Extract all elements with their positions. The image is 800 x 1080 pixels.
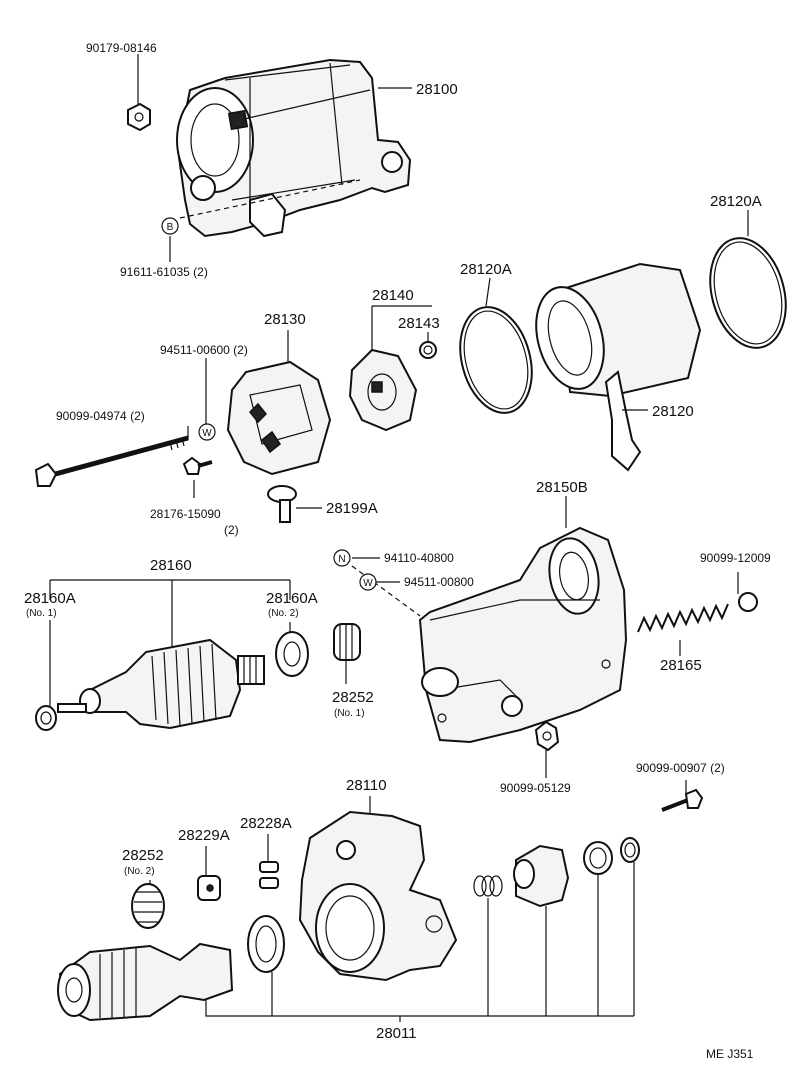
label-28176-15090: 28176-15090 (150, 507, 221, 521)
gear-28252-no2-drawing (131, 883, 165, 929)
label-28165: 28165 (660, 657, 702, 674)
idler-28229A-drawing (197, 875, 221, 901)
bearing-28160A-no1-drawing (35, 705, 57, 731)
label-28160A-no1-sub: (No. 1) (26, 608, 57, 619)
pinion-drawing (513, 844, 570, 908)
pins-28228A-drawing (259, 861, 279, 889)
snap-ring-drawing (620, 837, 640, 863)
through-bolt-drawing (34, 435, 189, 487)
gear-28252-no1-drawing (333, 623, 361, 661)
label-28160A-no2: 28160A (266, 590, 318, 607)
nut-90099-05129-drawing (534, 720, 560, 752)
label-90099-04974: 90099-04974 (2) (56, 409, 145, 423)
symbol-n-text: N (338, 554, 345, 565)
label-28120A-top: 28120A (710, 193, 762, 210)
label-94511-00800: 94511-00800 (404, 575, 474, 589)
label-28160: 28160 (150, 557, 192, 574)
starter-housing-28110-drawing (298, 810, 458, 982)
spring-small-drawing (473, 875, 503, 897)
leader-lines (49, 87, 749, 1022)
label-28228A: 28228A (240, 815, 292, 832)
ball-90099-12009-drawing (738, 592, 758, 612)
label-28130: 28130 (264, 311, 306, 328)
symbol-w-washer-marker-2: W (359, 573, 377, 591)
label-91611-61035: 91611-61035 (2) (120, 265, 208, 279)
o-ring-28120A-mid-drawing (459, 306, 533, 414)
symbol-b-text: B (167, 222, 174, 233)
label-94511-00600: 94511-00600 (2) (160, 343, 248, 357)
label-90099-12009: 90099-12009 (700, 551, 771, 565)
spring-28143-drawing (419, 341, 437, 359)
label-28160A-no2-sub: (No. 2) (268, 608, 299, 619)
label-28150B: 28150B (536, 479, 588, 496)
label-28143: 28143 (398, 315, 440, 332)
label-28160A-no1: 28160A (24, 590, 76, 607)
starter-assembly-illustration (176, 58, 412, 238)
screw-28176-drawing (182, 456, 213, 475)
label-28229A: 28229A (178, 827, 230, 844)
label-94110-40800: 94110-40800 (384, 551, 454, 565)
stop-collar-drawing (583, 841, 613, 875)
label-28252-no2-sub: (No. 2) (124, 866, 155, 877)
o-ring-28120A-right-drawing (709, 237, 787, 349)
part-labels: 90179-08146 28100 91611-61035 (2) 28120A… (24, 41, 771, 1061)
bearing-28160A-no2-drawing (275, 631, 309, 677)
spring-28165-drawing (637, 603, 729, 633)
label-28120: 28120 (652, 403, 694, 420)
label-28252-no2: 28252 (122, 847, 164, 864)
label-28252-no1-sub: (No. 1) (334, 708, 365, 719)
label-28199A: 28199A (326, 500, 378, 517)
armature-28160-drawing (57, 638, 265, 730)
symbol-w-text-2: W (363, 578, 373, 589)
symbol-w-text: W (202, 428, 212, 439)
label-90099-05129: 90099-05129 (500, 781, 571, 795)
terminal-28199A-drawing (267, 485, 297, 523)
label-28011: 28011 (376, 1025, 417, 1042)
bolt-90099-00907-drawing (661, 788, 704, 812)
symbol-n-nut-marker: N (333, 549, 351, 567)
clutch-28011-drawing (57, 915, 285, 1022)
label-28252-no1: 28252 (332, 689, 374, 706)
brush-holder-28140-drawing (348, 348, 418, 432)
label-90179-08146: 90179-08146 (86, 41, 157, 55)
label-28110: 28110 (346, 777, 387, 794)
symbol-w-washer-marker: W (198, 423, 216, 441)
yoke-28120-drawing (535, 262, 702, 472)
label-28140: 28140 (372, 287, 414, 304)
label-28120A-mid: 28120A (460, 261, 512, 278)
magnetic-switch-housing-28150B-drawing (418, 526, 628, 744)
symbol-b-bolt-marker: B (161, 217, 179, 235)
label-28176-qty: (2) (224, 523, 239, 537)
nut-90179-08146-drawing (127, 54, 151, 132)
end-frame-28130-drawing (226, 360, 332, 476)
label-28100: 28100 (416, 81, 458, 98)
diagram-code-footer: ME J351 (706, 1047, 754, 1061)
label-90099-00907: 90099-00907 (2) (636, 761, 725, 775)
